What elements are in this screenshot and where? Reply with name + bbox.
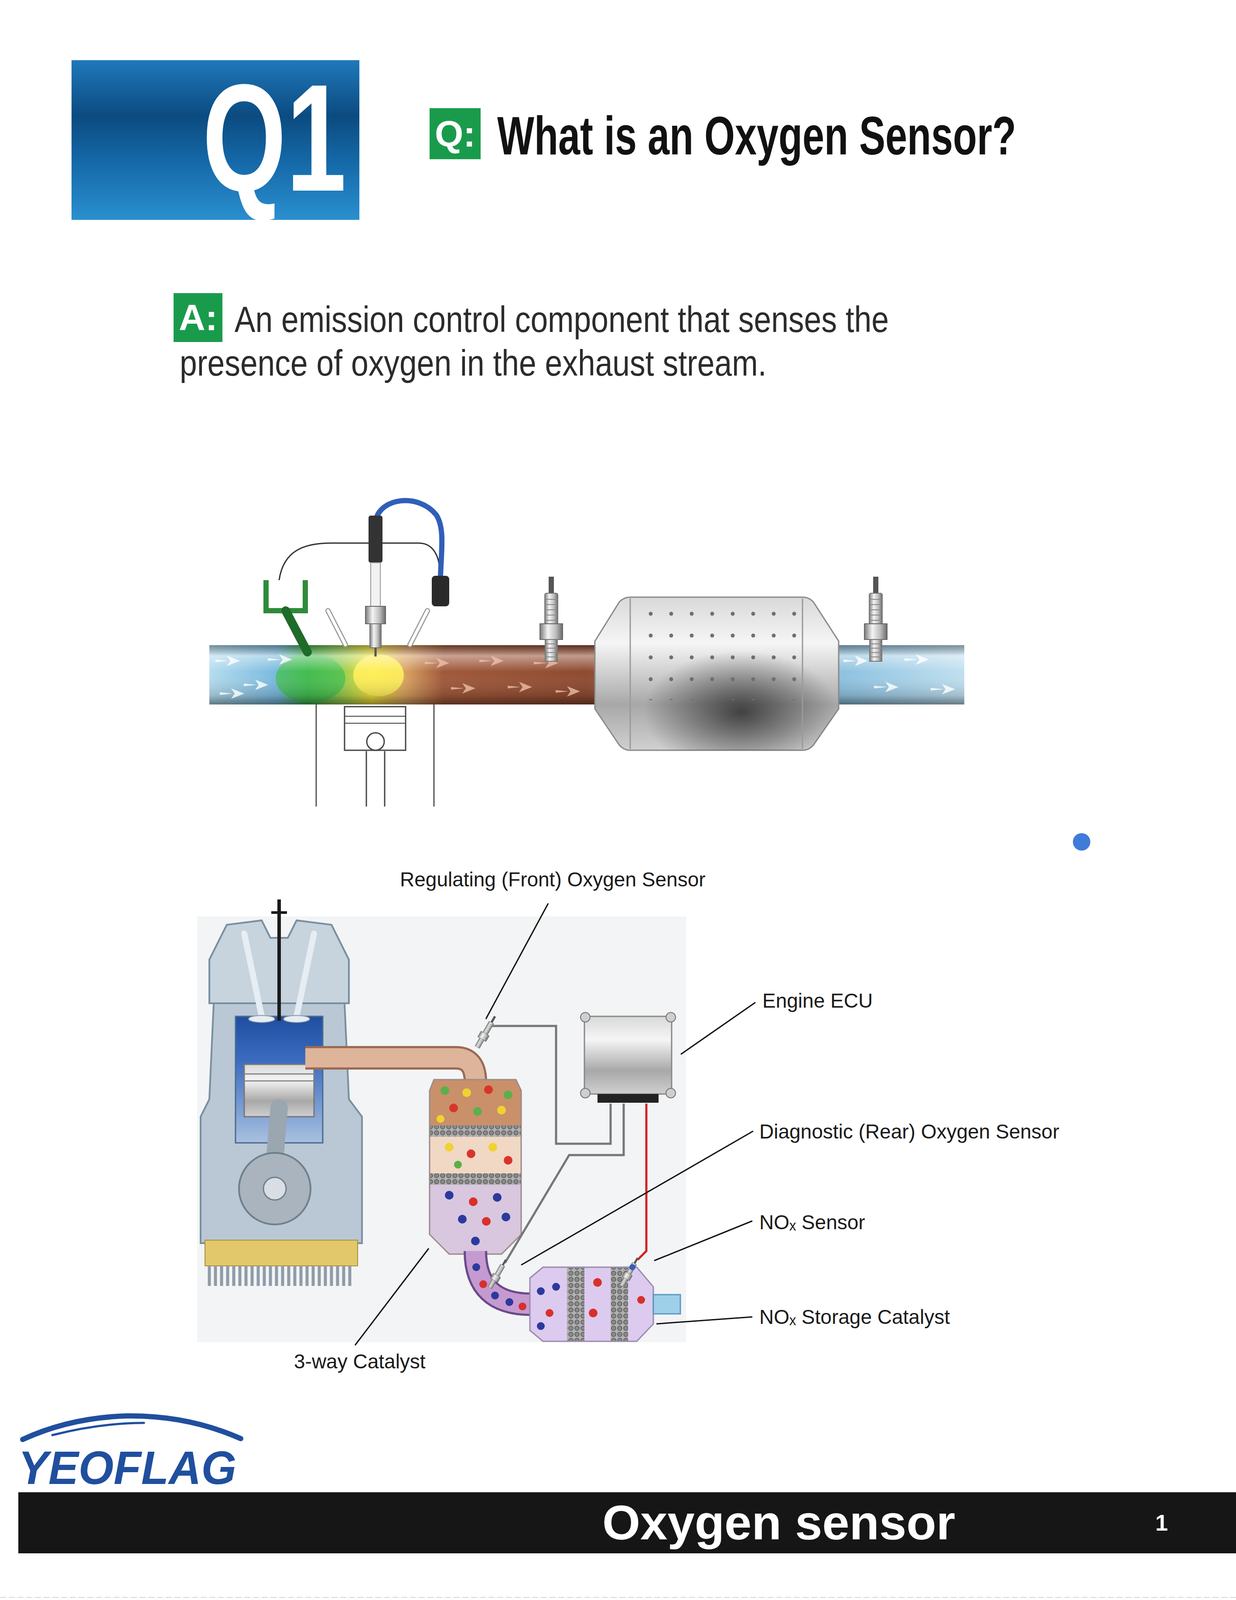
question-number: Q1	[202, 61, 347, 215]
page-edge-line	[0, 1596, 1236, 1598]
label-slot: NOₓ Storage Catalyst	[759, 1305, 950, 1329]
logo-swoosh	[22, 1415, 241, 1440]
answer-badge: A:	[173, 293, 223, 342]
text-slot: 1	[1155, 1509, 1168, 1536]
page-number: 1	[1155, 1509, 1168, 1536]
marker-dot	[1072, 833, 1091, 851]
badge-letter: A:	[178, 297, 218, 338]
label-slot: 3-way Catalyst	[293, 1349, 426, 1373]
label-slot: YEOFLAG	[18, 1443, 246, 1492]
logo-swoosh	[52, 1422, 144, 1435]
label-slot: Engine ECU	[762, 989, 873, 1013]
engine-system-illustration	[197, 899, 756, 1346]
question-number-box: Q1	[71, 60, 360, 220]
answer-text: An emission control component that sense…	[179, 297, 977, 385]
callout-label: Diagnostic (Rear) Oxygen Sensor	[759, 1119, 1060, 1144]
callout-label: 3-way Catalyst	[293, 1349, 426, 1373]
text-slot: Q:	[434, 114, 476, 154]
callout-label: Engine ECU	[762, 989, 873, 1013]
brand-logo: YEOFLAG	[18, 1443, 237, 1492]
title-slot: What is an Oxygen Sensor?	[497, 108, 1213, 163]
label-slot: An emission control component that sense…	[179, 297, 1118, 385]
callout-label: Regulating (Front) Oxygen Sensor	[399, 867, 706, 892]
label-slot: Regulating (Front) Oxygen Sensor	[399, 867, 706, 892]
callout-label: NOₓ Storage Catalyst	[759, 1305, 950, 1329]
text-slot: Oxygen sensor	[602, 1495, 956, 1550]
text-slot: A:	[178, 297, 218, 338]
text-slot: Q1	[202, 61, 407, 215]
footer-band: Oxygen sensor 1	[18, 1492, 1236, 1554]
page-title: What is an Oxygen Sensor?	[497, 108, 1017, 163]
exhaust-pipe-illustration	[209, 500, 965, 807]
callout-label: NOₓ Sensor	[759, 1210, 866, 1234]
footer-title: Oxygen sensor	[602, 1495, 956, 1550]
label-slot: Diagnostic (Rear) Oxygen Sensor	[759, 1119, 1060, 1144]
label-slot: NOₓ Sensor	[759, 1210, 866, 1234]
question-badge: Q:	[429, 108, 481, 160]
badge-letter: Q:	[434, 114, 476, 154]
